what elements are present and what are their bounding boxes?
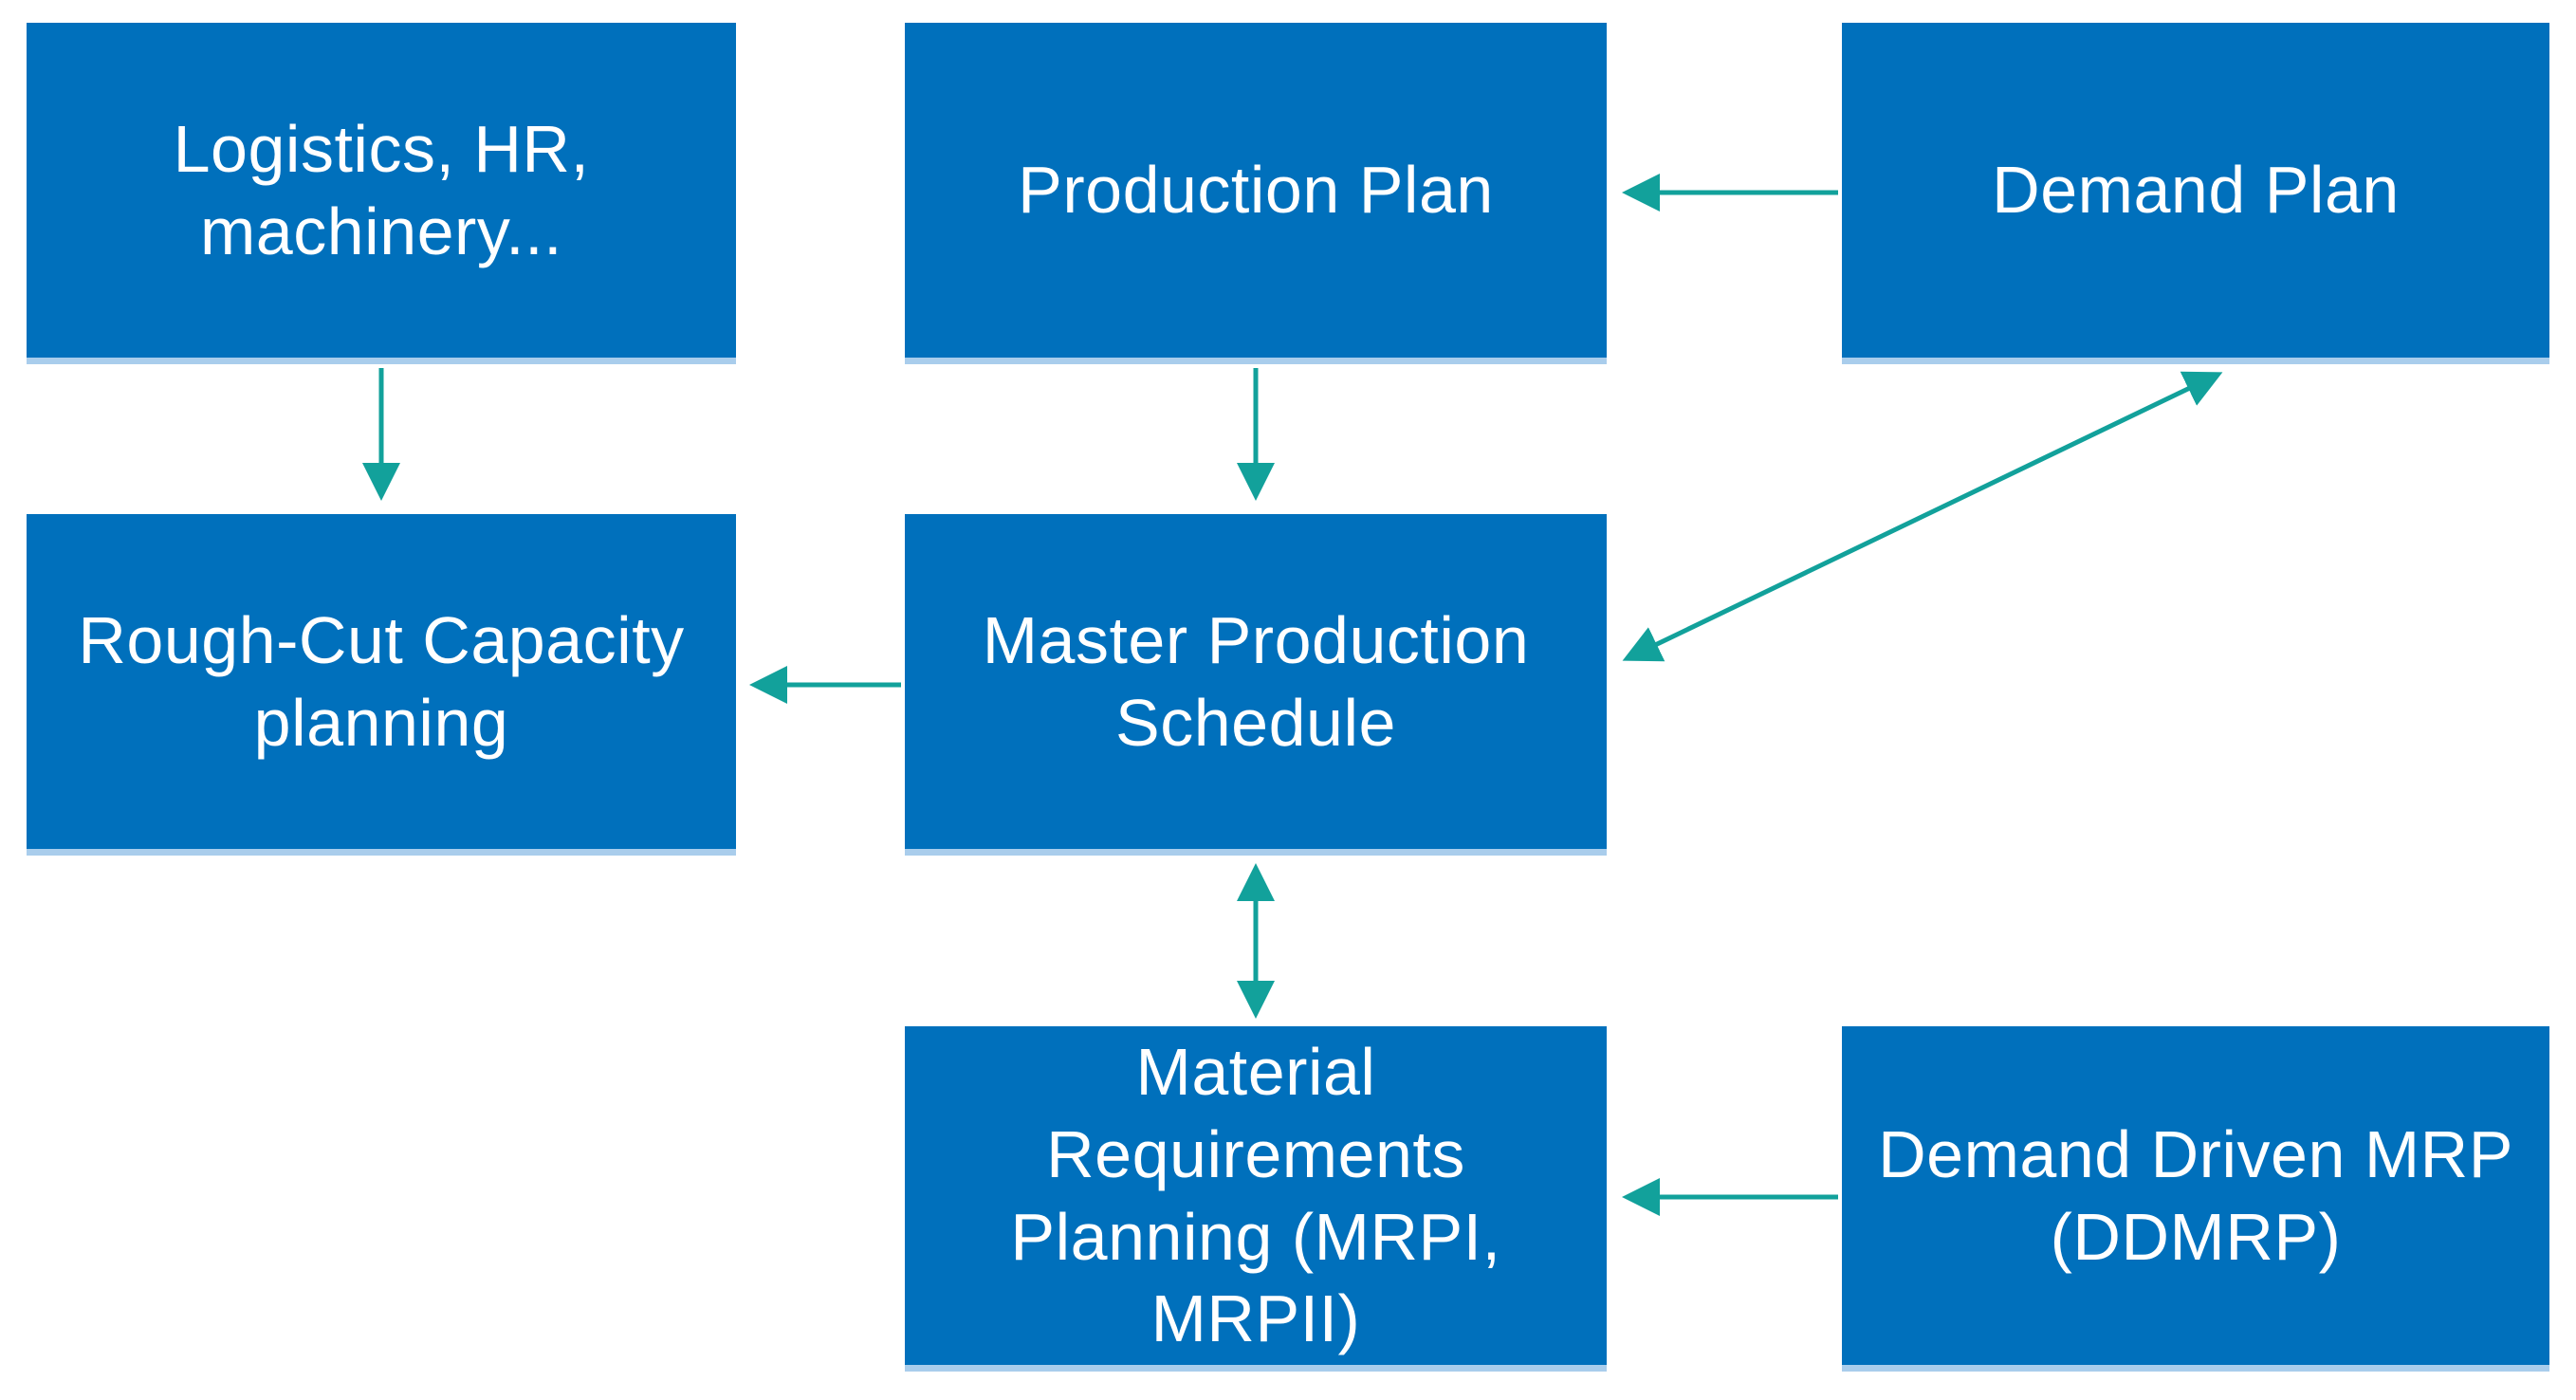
node-label: Material Requirements Planning (MRPI, MR… — [1010, 1034, 1501, 1356]
node-logistics-hr-machinery: Logistics, HR, machinery... — [27, 23, 736, 364]
node-demand-driven-mrp: Demand Driven MRP (DDMRP) — [1842, 1026, 2549, 1372]
node-material-requirements-planning: Material Requirements Planning (MRPI, MR… — [905, 1026, 1607, 1372]
node-rough-cut-capacity-planning: Rough-Cut Capacity planning — [27, 514, 736, 856]
node-demand-plan: Demand Plan — [1842, 23, 2549, 364]
node-production-plan: Production Plan — [905, 23, 1607, 364]
node-label: Demand Plan — [1992, 153, 2400, 228]
node-label: Demand Driven MRP (DDMRP) — [1878, 1116, 2513, 1274]
node-label: Master Production Schedule — [982, 602, 1530, 760]
node-label: Logistics, HR, machinery... — [173, 111, 590, 268]
arrow-demand-plan-mps-two-way — [1622, 371, 2223, 662]
node-label: Rough-Cut Capacity planning — [78, 602, 685, 760]
node-master-production-schedule: Master Production Schedule — [905, 514, 1607, 856]
node-label: Production Plan — [1018, 153, 1494, 228]
